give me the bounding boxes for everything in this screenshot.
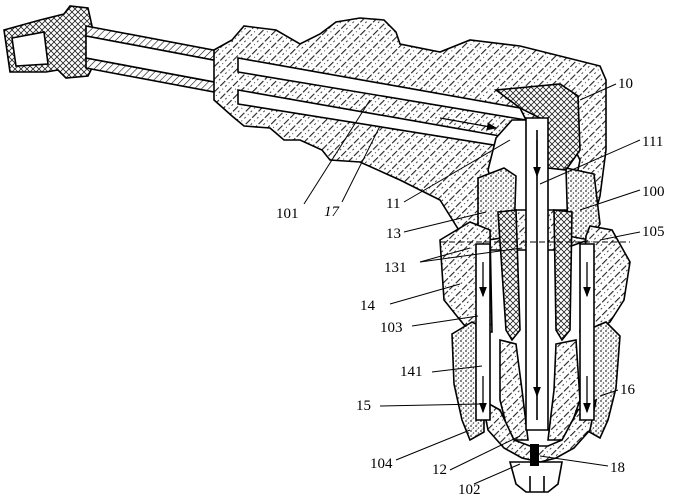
- label-102: 102: [458, 482, 481, 498]
- flow-arrows: [439, 117, 591, 414]
- label-141: 141: [400, 364, 423, 380]
- label-100: 100: [642, 184, 665, 200]
- label-105: 105: [642, 224, 665, 240]
- central-channel: [525, 117, 549, 431]
- label-18: 18: [610, 460, 625, 476]
- label-13: 13: [386, 226, 401, 242]
- label-11: 11: [386, 196, 400, 212]
- label-17: 17: [324, 204, 341, 220]
- electrode-insert: [530, 444, 539, 466]
- label-104: 104: [370, 456, 393, 472]
- leader-lines: [303, 83, 641, 485]
- label-111: 111: [642, 134, 663, 150]
- label-12: 12: [432, 462, 447, 478]
- label-16: 16: [620, 382, 636, 398]
- label-103: 103: [380, 320, 403, 336]
- label-10: 10: [618, 76, 633, 92]
- label-131: 131: [384, 260, 407, 276]
- hose-connector: [3, 5, 97, 79]
- label-15: 15: [356, 398, 371, 414]
- label-101: 101: [276, 206, 299, 222]
- label-14: 14: [360, 298, 376, 314]
- reference-labels: 10 111 100 105 101 17 11 13 131 14 103 1…: [276, 76, 665, 498]
- nozzle-tip: [480, 398, 598, 493]
